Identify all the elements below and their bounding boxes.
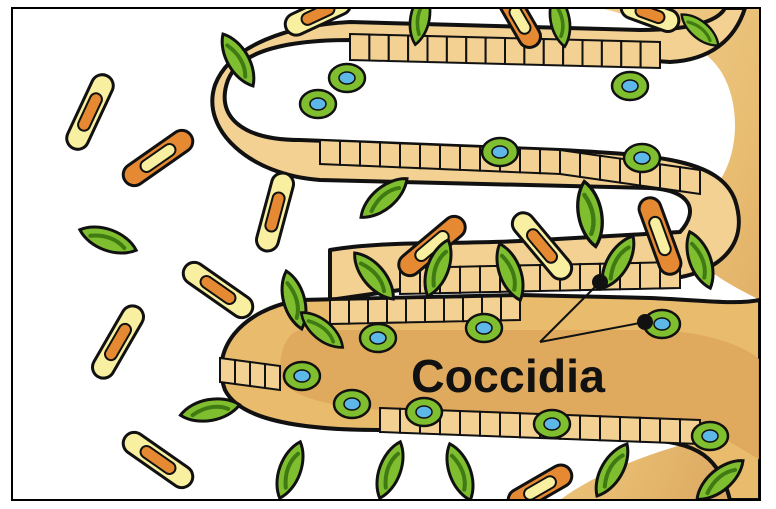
epithelial-cell	[447, 37, 466, 64]
epithelial-cell	[380, 143, 400, 168]
epithelial-cell	[640, 418, 660, 443]
epithelial-cell	[330, 300, 349, 324]
epithelial-cell	[220, 358, 235, 384]
epithelial-cell	[640, 262, 660, 288]
bacterium-icon	[179, 258, 257, 322]
epithelial-cell	[680, 167, 700, 194]
parasite-body	[270, 438, 310, 502]
nucleus-icon	[416, 406, 432, 418]
epithelial-cell	[600, 416, 620, 441]
bacterium-icon	[63, 71, 117, 153]
nucleus-icon	[339, 72, 355, 84]
epithelial-cell	[380, 408, 400, 433]
epithelial-cell	[460, 146, 480, 171]
coccidia-parasite-icon	[370, 438, 410, 502]
nucleus-icon	[492, 146, 508, 158]
epithelial-cell	[369, 35, 388, 62]
nucleus-icon	[702, 430, 718, 442]
epithelial-cell	[350, 34, 369, 61]
epithelial-cell	[320, 140, 340, 165]
epithelial-cell	[600, 156, 620, 183]
epithelial-cell	[387, 298, 406, 322]
epithelial-cell	[400, 143, 420, 168]
bacterium-icon	[88, 302, 147, 382]
epithelial-cell	[428, 36, 447, 63]
coccidia-parasite-icon	[76, 220, 140, 260]
epithelial-cell	[583, 40, 602, 67]
epithelial-cell	[360, 142, 380, 167]
epithelial-cell	[621, 41, 640, 68]
nucleus-icon	[634, 152, 650, 164]
parasite-body	[440, 440, 480, 504]
coccidia-label: Coccidia	[411, 350, 605, 402]
epithelial-cell	[560, 150, 580, 177]
epithelial-cell	[486, 38, 505, 65]
epithelial-cell	[340, 141, 360, 166]
nucleus-icon	[310, 98, 326, 110]
coccidia-parasite-icon	[440, 440, 480, 504]
bacterium-icon	[119, 428, 197, 492]
epithelial-cell	[250, 362, 265, 388]
epithelial-cell	[540, 149, 560, 174]
nucleus-icon	[344, 398, 360, 410]
epithelial-cell	[466, 37, 485, 64]
epithelial-cell	[420, 144, 440, 169]
epithelial-cell	[460, 411, 480, 436]
bacterium-icon	[119, 126, 197, 190]
epithelial-cell	[440, 145, 460, 170]
coccidia-parasite-icon	[270, 438, 310, 502]
epithelial-cell	[389, 35, 408, 62]
epithelial-cell	[602, 41, 621, 68]
nucleus-icon	[476, 322, 492, 334]
parasite-body	[76, 220, 140, 260]
parasite-body	[370, 438, 410, 502]
epithelial-cell	[580, 416, 600, 441]
epithelial-cell	[480, 412, 500, 437]
epithelial-cell	[349, 299, 368, 323]
nucleus-icon	[622, 80, 638, 92]
epithelial-cell	[660, 164, 680, 191]
epithelial-cell	[620, 417, 640, 442]
epithelial-cell	[660, 419, 680, 444]
nucleus-icon	[544, 418, 560, 430]
epithelial-cell	[368, 299, 387, 323]
epithelial-cell	[235, 360, 250, 386]
epithelial-cell	[641, 42, 660, 69]
epithelial-cell	[580, 153, 600, 180]
nucleus-icon	[370, 332, 386, 344]
scene-content: Coccidia	[63, 0, 760, 504]
nucleus-icon	[654, 318, 670, 330]
epithelial-cell	[406, 298, 425, 322]
epithelial-cell	[265, 364, 280, 390]
epithelial-cell	[444, 297, 463, 321]
epithelial-cell	[500, 413, 520, 438]
epithelial-cell	[425, 298, 444, 322]
epithelial-cell	[520, 148, 540, 173]
nucleus-icon	[294, 370, 310, 382]
bacterium-icon	[254, 171, 296, 254]
epithelial-cell	[460, 266, 480, 292]
